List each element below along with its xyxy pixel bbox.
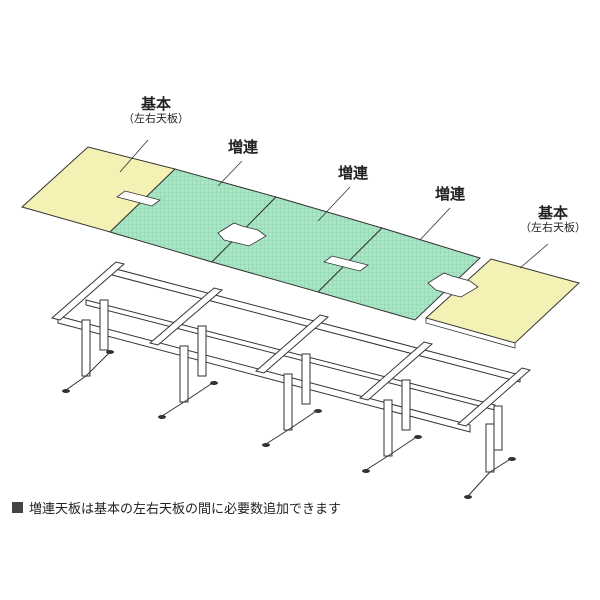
ext-panel-3 [317,227,481,321]
label-ext-1: 増連 [213,138,273,156]
label-ext-3-main: 増連 [434,185,465,203]
label-ext-2-main: 増連 [337,164,368,182]
leader-ext-1 [217,160,243,187]
caption: 増連天板は基本の左右天板の間に必要数追加できます [12,498,341,517]
label-ext-3: 増連 [420,185,480,203]
leader-base-right [519,243,549,269]
label-base-left: 基本 （左右天板） [108,95,204,126]
label-ext-2: 増連 [323,164,383,182]
table-frame [50,261,532,497]
table-feet [62,350,516,499]
label-ext-1-main: 増連 [227,138,258,156]
leader-base-left [119,139,149,173]
leader-ext-2 [317,186,351,222]
joint-slot-2 [323,255,369,272]
joint-cross-1 [217,222,267,247]
leader-ext-3 [419,207,451,241]
label-base-right: 基本 （左右天板） [505,204,600,235]
caption-text: 増連天板は基本の左右天板の間に必要数追加できます [29,502,342,517]
base-panel-right-edge [425,317,516,349]
bullet-square-icon [12,502,23,513]
label-base-left-sub: （左右天板） [123,112,189,126]
label-base-right-sub: （左右天板） [520,221,586,235]
label-base-right-main: 基本 [537,204,568,222]
label-base-left-main: 基本 [140,95,171,113]
joint-slot-1 [116,190,161,207]
joint-cross-2 [427,272,479,298]
